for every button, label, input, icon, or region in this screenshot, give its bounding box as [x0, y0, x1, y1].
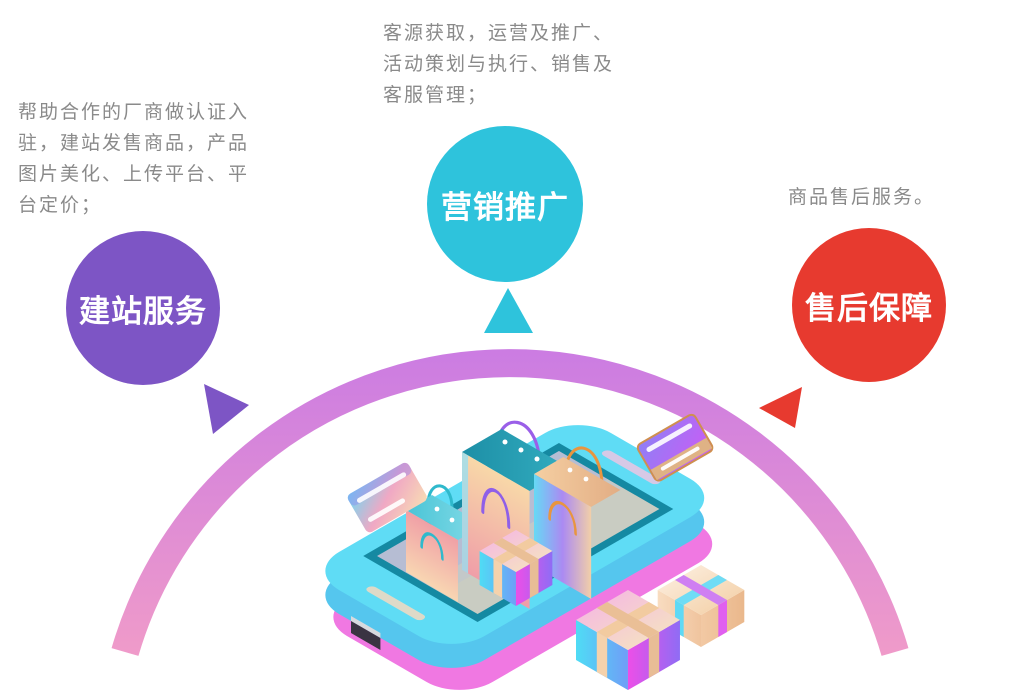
service-circle-aftersale: 售后保障	[792, 228, 946, 382]
service-circle-aftersale-label: 售后保障	[805, 290, 933, 326]
description-line: 活动策划与执行、销售及	[383, 54, 615, 75]
rainbow-arc	[111, 349, 909, 656]
charging-port	[351, 616, 381, 650]
description-line: 帮助合作的厂商做认证入	[18, 102, 250, 123]
teal-arrow-triangle	[484, 288, 533, 333]
description-line: 客源获取，运营及推广、	[383, 23, 615, 44]
gift-box-large	[576, 590, 680, 690]
red-arrow-triangle	[759, 387, 802, 428]
website-service-description: 帮助合作的厂商做认证入 驻，建站发售商品，产品 图片美化、上传平台、平 台定价；	[18, 97, 249, 221]
service-circle-website-building-label: 建站服务	[79, 293, 207, 329]
description-line: 商品售后服务。	[788, 187, 936, 208]
bank-card-right	[636, 413, 714, 482]
home-pill	[366, 586, 426, 621]
purple-arrow-triangle	[204, 384, 249, 434]
description-line: 台定价；	[18, 195, 103, 216]
service-circle-marketing-label: 营销推广	[441, 189, 569, 225]
marketing-service-description: 客源获取，运营及推广、 活动策划与执行、销售及 客服管理；	[383, 18, 614, 111]
bank-card-left	[347, 462, 427, 533]
description-line: 客服管理；	[383, 85, 489, 106]
phone-illustration	[325, 420, 713, 690]
aftersale-service-description: 商品售后服务。	[788, 182, 935, 213]
service-circle-marketing: 营销推广	[427, 126, 583, 282]
speaker-pill	[601, 450, 661, 485]
description-line: 驻，建站发售商品，产品	[18, 133, 250, 154]
description-line: 图片美化、上传平台、平	[18, 164, 250, 185]
service-circle-website-building: 建站服务	[66, 231, 220, 385]
